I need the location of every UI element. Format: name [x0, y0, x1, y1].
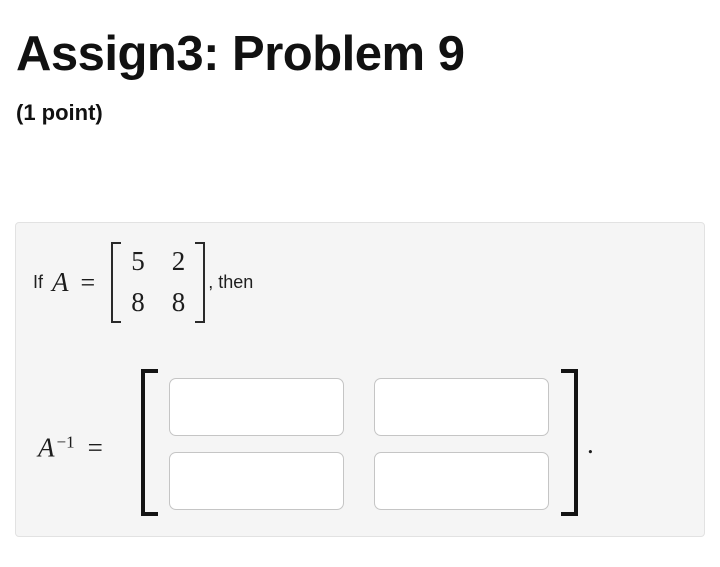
equals-sign: = [80, 267, 96, 297]
left-bracket-icon [111, 242, 122, 323]
if-text: If [33, 272, 44, 292]
matrix-a-cell-11: 5 [131, 246, 145, 276]
matrix-a-cell-12: 2 [171, 246, 186, 276]
sentence-period: . [587, 429, 594, 459]
answer-row: A−1 = . [16, 369, 704, 516]
answer-right-bracket-icon [561, 369, 578, 516]
answer-left-bracket-icon [141, 369, 158, 516]
inverse-a-symbol: A [38, 432, 55, 463]
matrix-a-cell-22: 8 [171, 286, 186, 317]
answer-equals-sign: = [87, 432, 103, 463]
answer-input-a12[interactable] [374, 378, 549, 436]
matrix-a-cell-21: 8 [131, 286, 145, 317]
page-title: Assign3: Problem 9 [16, 27, 465, 81]
problem-panel: If A = 5 2 8 8 , then A−1= [15, 222, 705, 537]
answer-grid [169, 378, 549, 510]
answer-matrix [141, 369, 578, 516]
answer-input-a21[interactable] [169, 452, 344, 510]
matrix-a: 5 2 8 8 [111, 242, 206, 323]
answer-input-a11[interactable] [169, 378, 344, 436]
right-bracket-icon [195, 242, 206, 323]
problem-statement: If A = 5 2 8 8 , then [33, 242, 253, 323]
matrix-a-cells: 5 2 8 8 [121, 242, 195, 323]
points-label: (1 point) [16, 100, 103, 125]
answer-lhs: A−1 = [38, 433, 103, 464]
matrix-a-symbol: A [52, 267, 69, 297]
inverse-exponent: −1 [56, 432, 75, 452]
answer-input-a22[interactable] [374, 452, 549, 510]
then-text: , then [208, 272, 254, 292]
